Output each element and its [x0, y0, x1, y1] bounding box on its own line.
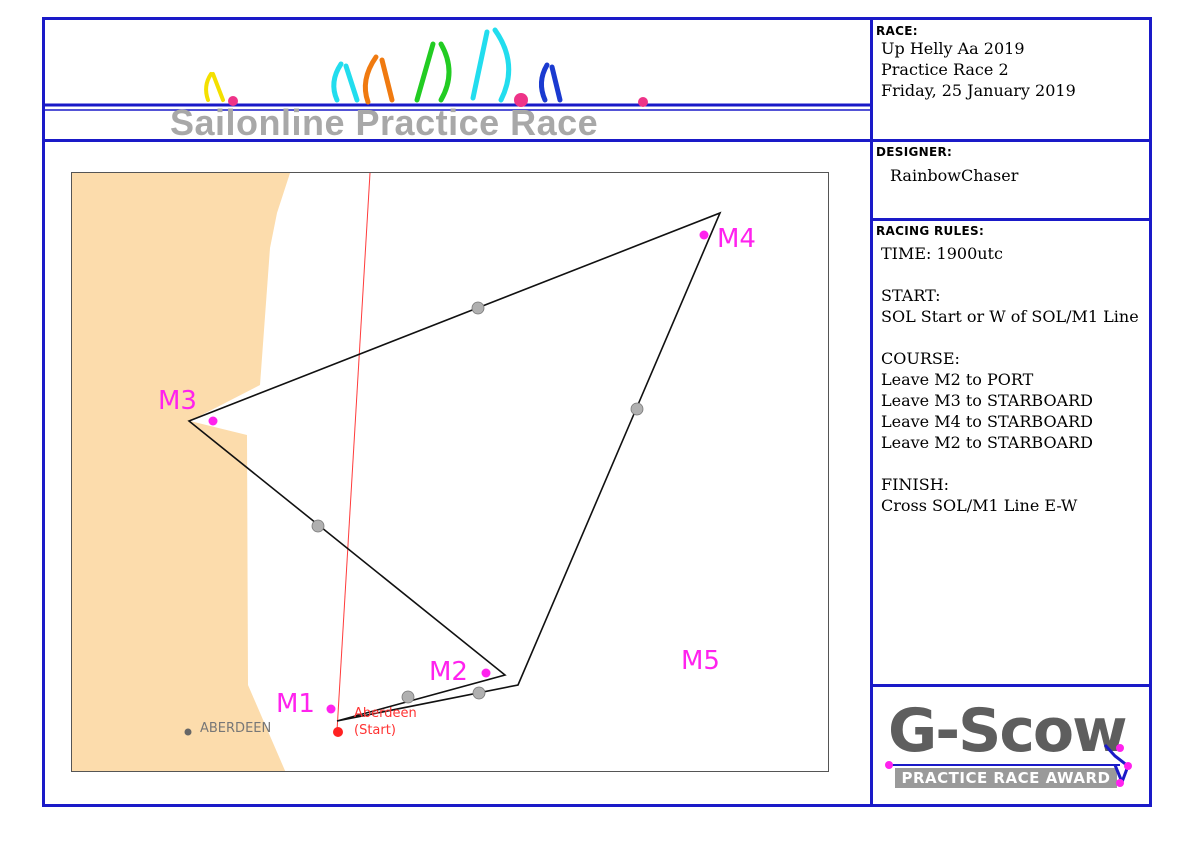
- banner-dot-2: [514, 93, 528, 107]
- mark-label-m3: M3: [158, 386, 197, 416]
- rules-start-title: START:: [881, 286, 941, 305]
- designer-name: RainbowChaser: [890, 166, 1019, 185]
- sail-orange-icon: [362, 54, 395, 105]
- city-dot-icon: [184, 728, 192, 736]
- rules-course-title: COURSE:: [881, 349, 960, 368]
- waypoint-icon: [311, 301, 644, 704]
- banner-dot-3: [638, 97, 648, 107]
- course-map: M1 M2 M3 M4 M5 ABERDEEN Aberdeen (Start): [71, 172, 829, 772]
- rules-heading: RACING RULES:: [876, 224, 985, 238]
- rules-course-line: Leave M4 to STARBOARD: [881, 412, 1093, 431]
- rules-divider: [870, 684, 1152, 687]
- rules-start-text: SOL Start or W of SOL/M1 Line: [881, 307, 1139, 326]
- banner-art: [45, 27, 870, 111]
- race-name: Up Helly Aa 2019: [881, 39, 1025, 58]
- sail-cyan-icon: [331, 61, 360, 103]
- gscow-logo-text: G-Scow: [888, 696, 1128, 766]
- rules-course-line: Leave M3 to STARBOARD: [881, 391, 1093, 410]
- city-label: ABERDEEN: [200, 721, 271, 736]
- rules-time: TIME: 1900utc: [881, 244, 1003, 263]
- start-label: Aberdeen: [354, 706, 417, 721]
- award-course-icon: [885, 743, 1132, 787]
- sail-cyan-large-icon: [470, 27, 512, 103]
- poster-frame: [42, 17, 1152, 807]
- course-track: [187, 211, 722, 722]
- award-subtitle: PRACTICE RACE AWARD: [895, 768, 1117, 788]
- start-dot-icon: [333, 727, 343, 737]
- designer-divider: [870, 218, 1152, 221]
- mark-dot-icon: [208, 230, 709, 714]
- sail-yellow-icon: [204, 72, 225, 102]
- land-area: [72, 173, 290, 771]
- rules-finish-text: Cross SOL/M1 Line E-W: [881, 496, 1078, 515]
- mark-label-m1: M1: [276, 689, 315, 719]
- race-divider: [870, 139, 1152, 142]
- course-map-svg: M1 M2 M3 M4 M5 ABERDEEN Aberdeen (Start): [72, 173, 756, 771]
- banner-divider: [42, 139, 873, 142]
- mark-label-m5: M5: [681, 646, 720, 676]
- mark-label-m4: M4: [717, 224, 756, 254]
- start-line: [336, 173, 371, 732]
- banner-title: Sailonline Practice Race: [170, 102, 599, 143]
- race-date: Friday, 25 January 2019: [881, 81, 1076, 100]
- rules-finish-title: FINISH:: [881, 475, 950, 494]
- start-label-sub: (Start): [354, 723, 396, 738]
- column-divider: [870, 17, 873, 807]
- race-heading: RACE:: [876, 24, 918, 38]
- designer-heading: DESIGNER:: [876, 145, 953, 159]
- rules-course-line: Leave M2 to PORT: [881, 370, 1034, 389]
- sail-green-icon: [414, 41, 452, 103]
- mark-label-m2: M2: [429, 657, 468, 687]
- banner-dot-1: [228, 96, 238, 106]
- sail-blue-icon: [539, 62, 563, 103]
- rules-course-line: Leave M2 to STARBOARD: [881, 433, 1093, 452]
- race-subtitle: Practice Race 2: [881, 60, 1009, 79]
